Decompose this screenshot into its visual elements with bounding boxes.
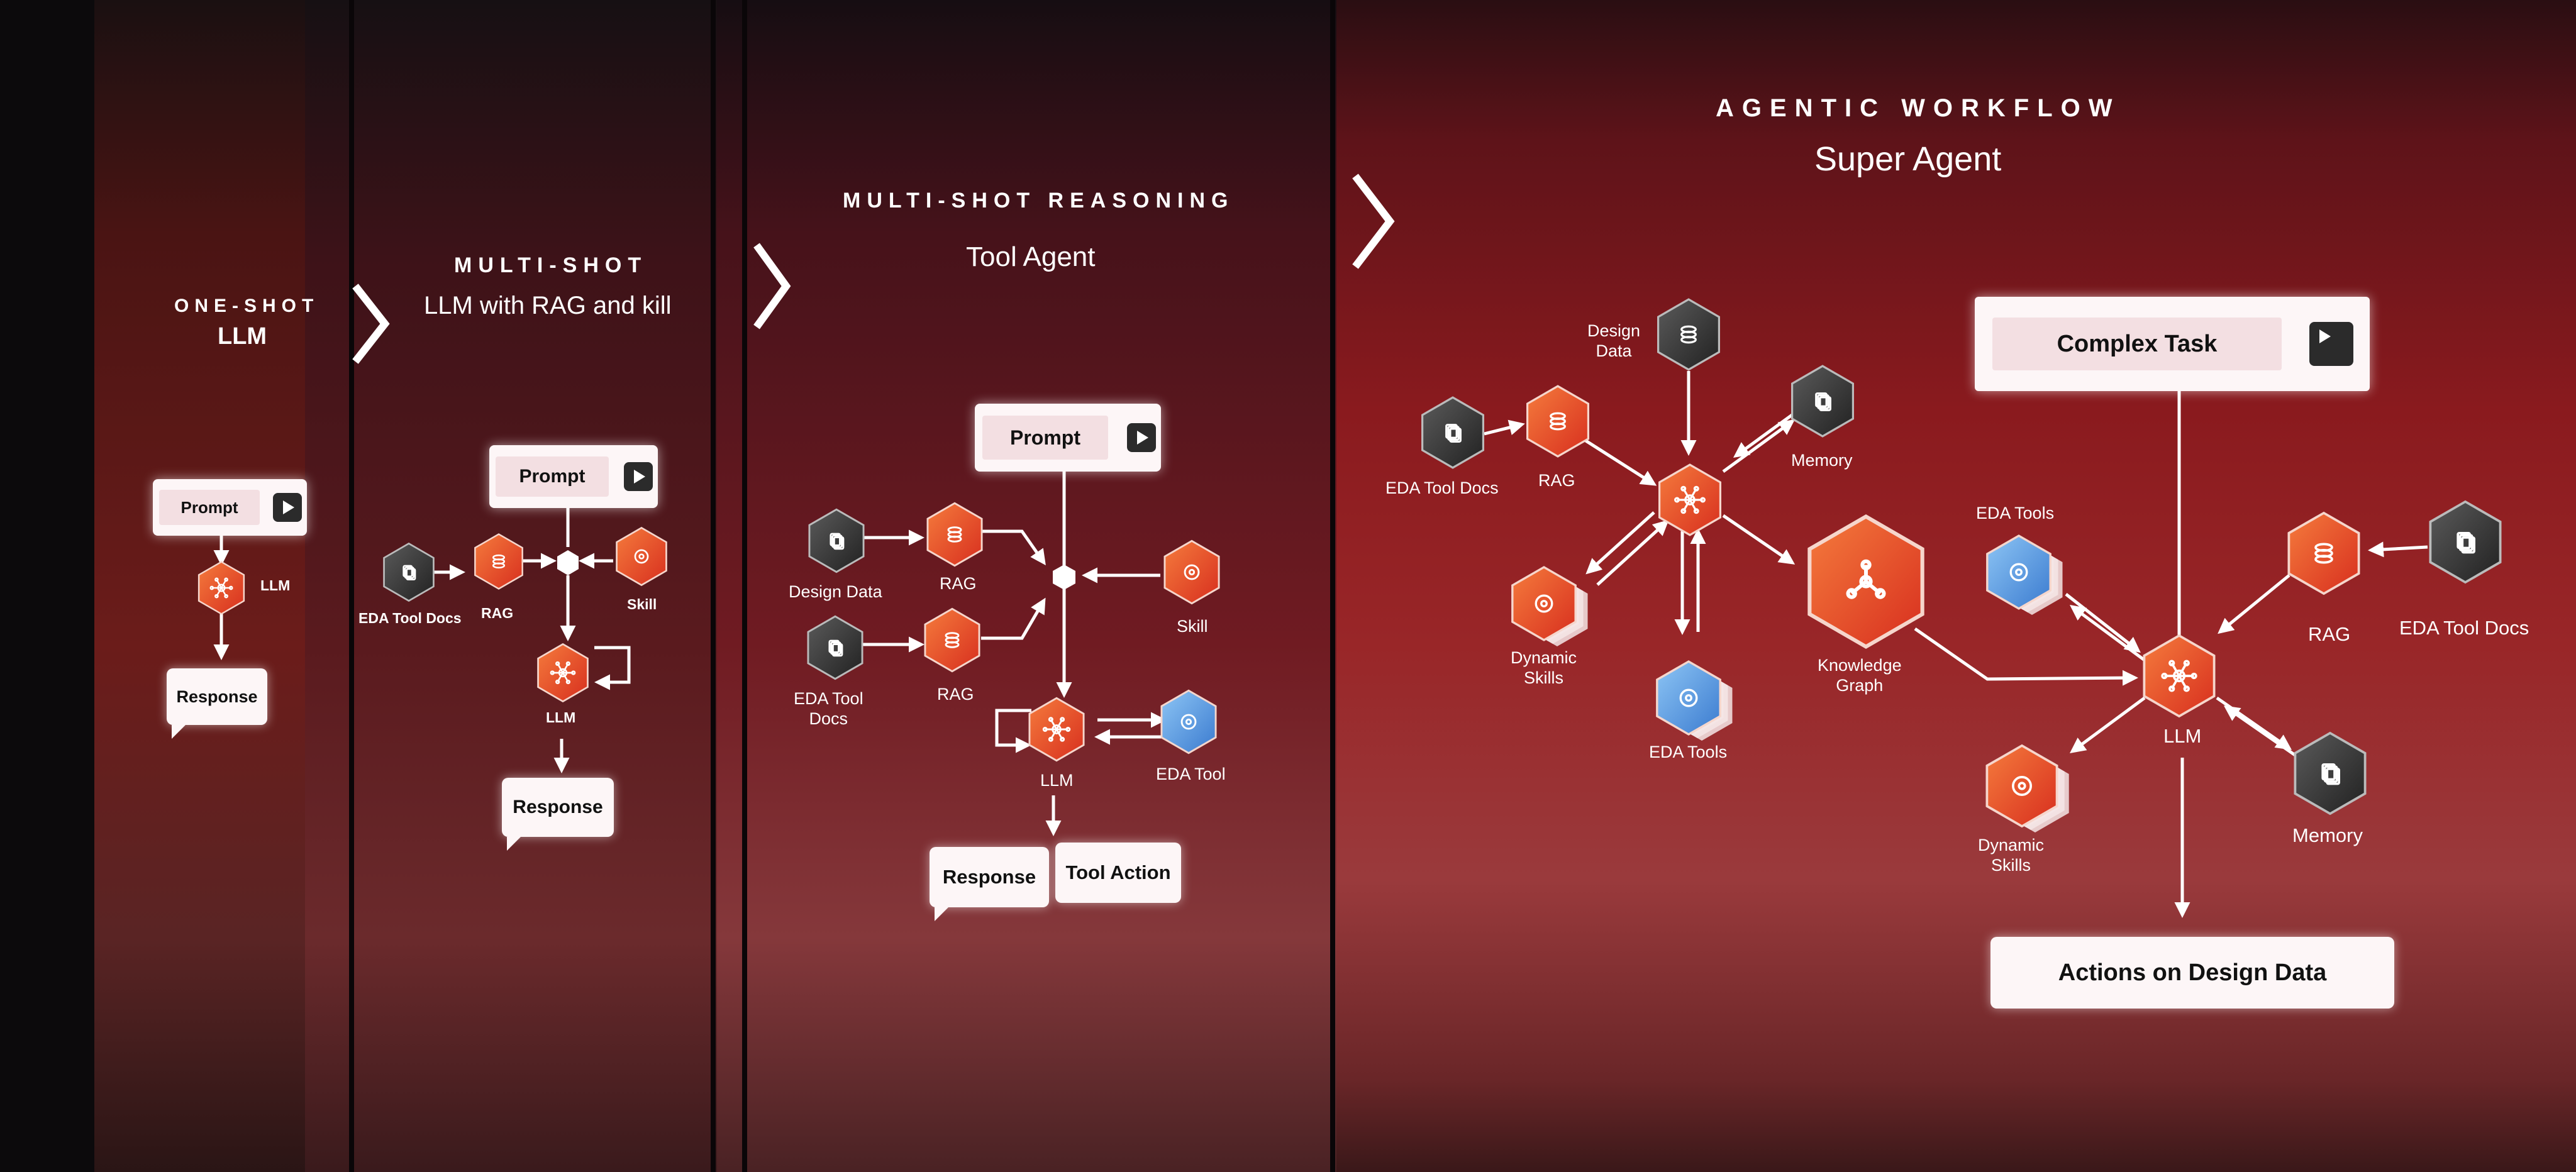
complex-task-box: Complex Task	[1975, 297, 2370, 391]
play-icon	[273, 493, 302, 522]
stage-kicker-tool-agent: MULTI-SHOT REASONING	[843, 189, 1235, 213]
rag-label: RAG	[940, 574, 977, 593]
llm-hex-icon	[197, 561, 245, 615]
prompt-label: Prompt	[496, 456, 609, 497]
rag-icon	[474, 533, 523, 590]
eda-tool-docs-label: EDA Tool Docs	[358, 610, 462, 626]
complex-task-label: Complex Task	[1992, 318, 2282, 370]
stage-kicker-one-shot: ONE-SHOT	[174, 296, 319, 316]
knowledge-graph-icon	[1807, 514, 1924, 649]
eda-tool-docs-icon	[2429, 500, 2502, 584]
response-bubble: Response	[502, 778, 614, 851]
rag-icon	[1526, 385, 1589, 458]
eda-tool-docs-label: EDA Tool Docs	[2399, 617, 2529, 639]
response-bubble: Response	[930, 847, 1049, 921]
dynamic-skills-icon	[1985, 744, 2069, 832]
panel-divider	[742, 0, 747, 1172]
eda-tools-label: EDA Tools	[1976, 504, 2055, 522]
memory-icon	[1791, 365, 1854, 438]
stage-subtitle-tool-agent: Tool Agent	[966, 241, 1096, 272]
skill-icon	[1163, 539, 1220, 605]
stage-subtitle-super-agent: Super Agent	[1814, 140, 2002, 178]
memory-label: Memory	[1791, 451, 1853, 470]
skill-label: Skill	[1177, 617, 1208, 636]
junction-hub	[1053, 565, 1075, 590]
panel-divider	[711, 0, 716, 1172]
stage-kicker-super-agent: AGENTIC WORKFLOW	[1716, 94, 2121, 122]
memory-label: Memory	[2292, 824, 2363, 846]
panel-divider	[349, 0, 354, 1172]
rag-label: RAG	[2308, 623, 2351, 645]
eda-tool-docs-label: EDA Tool Docs	[1385, 478, 1499, 497]
llm-label: LLM	[260, 577, 291, 594]
play-icon	[624, 462, 653, 491]
memory-icon	[2294, 731, 2367, 815]
eda-tool-icon	[1160, 689, 1217, 755]
tool-action-bubble: Tool Action	[1055, 843, 1181, 903]
play-icon	[2309, 322, 2353, 366]
knowledge-graph-label: Knowledge Graph	[1818, 656, 1902, 695]
panel-divider	[1330, 0, 1335, 1172]
eda-tool-label: EDA Tool	[1156, 765, 1226, 783]
llm-hex-icon	[2143, 634, 2216, 718]
dynamic-skills-icon	[1511, 566, 1588, 646]
rag-icon	[2287, 511, 2360, 595]
llm-hex-icon	[1658, 463, 1721, 536]
rag-label: RAG	[937, 685, 974, 704]
prompt-box-multi-shot: Prompt	[489, 445, 658, 508]
stage-subtitle-multi-shot: LLM with RAG and kill	[424, 292, 672, 319]
dynamic-skills-label: Dynamic Skills	[1978, 836, 2045, 875]
stage-subtitle-one-shot: LLM	[218, 323, 267, 350]
skill-label: Skill	[627, 596, 657, 612]
rag-label: RAG	[1538, 471, 1575, 490]
prompt-box-one-shot: Prompt	[153, 479, 307, 536]
actions-on-design-data-box: Actions on Design Data	[1990, 937, 2394, 1009]
design-data-icon	[1657, 298, 1720, 371]
skill-icon	[616, 526, 667, 587]
eda-tool-docs-icon	[383, 542, 435, 602]
rag-icon	[924, 607, 980, 673]
prompt-box-tool-agent: Prompt	[975, 404, 1161, 472]
dynamic-skills-label: Dynamic Skills	[1511, 648, 1577, 688]
response-bubble: Response	[167, 668, 267, 739]
design-data-icon	[808, 508, 865, 573]
llm-label: LLM	[2163, 725, 2202, 747]
stage-kicker-multi-shot: MULTI-SHOT	[454, 253, 648, 277]
llm-hex-icon	[1028, 697, 1085, 762]
stage-arrow-1	[314, 284, 390, 364]
rag-icon	[926, 502, 983, 567]
prompt-label: Prompt	[982, 416, 1108, 460]
llm-label: LLM	[546, 709, 576, 726]
design-data-label: Design Data	[789, 582, 882, 601]
prompt-label: Prompt	[159, 490, 260, 525]
stage-panel-tool-agent	[717, 0, 1336, 1172]
llm-hex-icon	[537, 643, 589, 703]
eda-tool-docs-icon	[1421, 396, 1484, 469]
stage-arrow-2	[711, 243, 791, 329]
eda-tool-docs-icon	[807, 615, 863, 680]
design-data-label: Design Data	[1587, 321, 1641, 361]
eda-tools-label: EDA Tools	[1649, 743, 1728, 761]
junction-hub	[557, 550, 579, 575]
play-icon	[1127, 423, 1156, 452]
stage-arrow-3	[1302, 174, 1395, 269]
eda-tools-icon	[1656, 660, 1733, 741]
llm-label: LLM	[1040, 771, 1074, 790]
eda-tool-docs-label: EDA Tool Docs	[794, 689, 863, 729]
rag-label: RAG	[481, 605, 514, 621]
stage-panel-multi-shot	[305, 0, 745, 1172]
eda-tools-icon	[1986, 534, 2063, 615]
